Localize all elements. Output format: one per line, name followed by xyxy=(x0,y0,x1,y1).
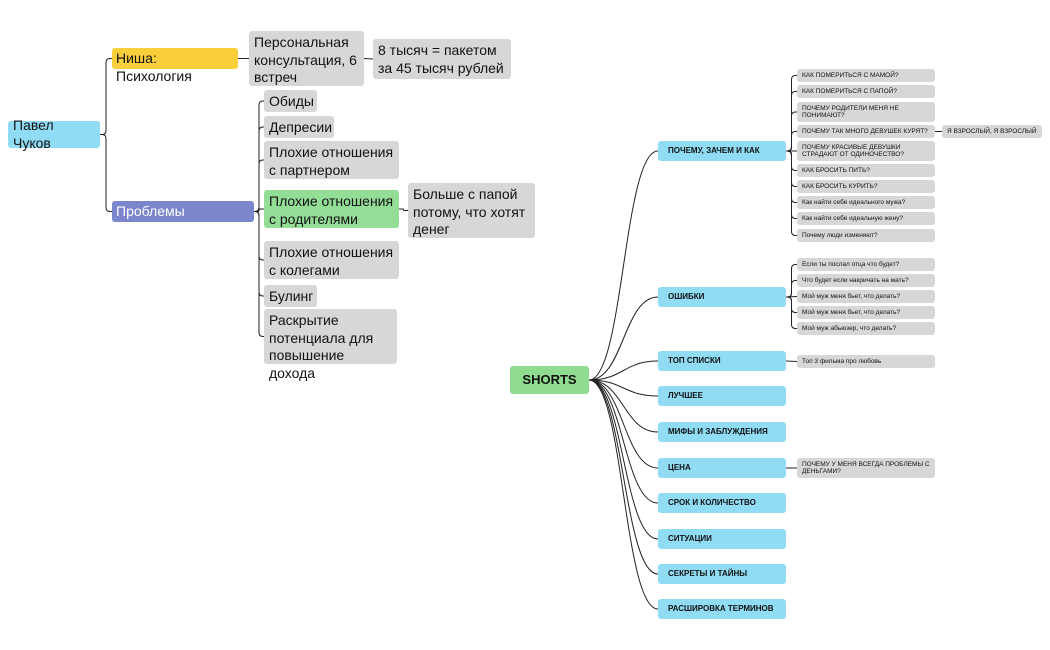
shorts-root-node[interactable]: SHORTS xyxy=(510,366,589,394)
leaf-mistakes-3[interactable]: Мой муж меня бьет, что делать? xyxy=(797,290,935,303)
leaf-why-6[interactable]: КАК БРОСИТЬ ПИТЬ? xyxy=(797,164,935,177)
leaf-mistakes-4[interactable]: Мой муж меня бьет, что делать? xyxy=(797,306,935,319)
leaf-why-5[interactable]: ПОЧЕМУ КРАСИВЫЕ ДЕВУШКИ СТРАДАЮТ ОТ ОДИН… xyxy=(797,141,935,161)
category-price[interactable]: ЦЕНА xyxy=(658,458,786,478)
leaf-mistakes-5[interactable]: Мой муж абьюзер, что делать? xyxy=(797,322,935,335)
category-best[interactable]: ЛУЧШЕЕ xyxy=(658,386,786,406)
consultation-node[interactable]: Персональная консультация, 6 встреч xyxy=(249,31,364,86)
edge-shorts-best xyxy=(588,379,659,397)
price-node[interactable]: 8 тысяч = пакетом за 45 тысяч рублей xyxy=(373,39,511,79)
edge-problems-potential xyxy=(254,211,264,337)
edge-mistakes-leaf-2 xyxy=(786,280,797,298)
edge-shorts-mistakes xyxy=(588,296,659,381)
category-secrets[interactable]: СЕКРЕТЫ И ТАЙНЫ xyxy=(658,564,786,584)
problems-node[interactable]: Проблемы клиентов: xyxy=(112,201,254,237)
category-why-how[interactable]: ПОЧЕМУ, ЗАЧЕМ И КАК xyxy=(658,141,786,161)
leaf-mistakes-2[interactable]: Что будет если накричать на мать? xyxy=(797,274,935,287)
edge-shorts-myths xyxy=(588,379,659,433)
edge-mistakes-leaf-5 xyxy=(786,296,797,329)
parents-note-node[interactable]: Больше с папой потому, что хотят денег xyxy=(408,183,535,238)
category-myths[interactable]: МИФЫ И ЗАБЛУЖДЕНИЯ xyxy=(658,422,786,442)
leaf-top-1[interactable]: Топ 3 фильма про любовь xyxy=(797,355,935,368)
leaf-why-9[interactable]: Как найти себе идеальную жену? xyxy=(797,212,935,225)
edge-why-leaf-4 xyxy=(786,131,797,152)
problem-item-bullying[interactable]: Булинг xyxy=(264,285,317,307)
edge-top-leaf-1 xyxy=(785,360,798,362)
leaf-price-1[interactable]: ПОЧЕМУ У МЕНЯ ВСЕГДА ПРОБЛЕМЫ С ДЕНЬГАМИ… xyxy=(797,458,935,478)
edge-problems-partner xyxy=(254,159,264,212)
edge-consult-price xyxy=(363,58,374,60)
edge-root-niche xyxy=(100,58,112,135)
edge-shorts-term-quantity xyxy=(588,379,659,504)
problem-item-parents[interactable]: Плохие отношения с родителями xyxy=(264,190,399,228)
problem-item-depression[interactable]: Депресии xyxy=(264,116,334,138)
leaf-why-8[interactable]: Как найти себе идеального мужа? xyxy=(797,196,935,209)
category-situations[interactable]: СИТУАЦИИ xyxy=(658,529,786,549)
leaf-why-10[interactable]: Почему люди изменяют? xyxy=(797,229,935,242)
leaf-why-7[interactable]: КАК БРОСИТЬ КУРИТЬ? xyxy=(797,180,935,193)
edge-problems-parents xyxy=(254,208,264,212)
leaf-why-4-note[interactable]: Я ВЗРОСЛЫЙ, Я ВЗРОСЛЫЙ xyxy=(942,125,1042,138)
category-top-lists[interactable]: ТОП СПИСКИ xyxy=(658,351,786,371)
category-term-quantity[interactable]: СРОК И КОЛИЧЕСТВО xyxy=(658,493,786,513)
leaf-why-3[interactable]: ПОЧЕМУ РОДИТЕЛИ МЕНЯ НЕ ПОНИМАЮТ? xyxy=(797,102,935,122)
problem-item-partner[interactable]: Плохие отношения с партнером xyxy=(264,141,399,179)
edge-shorts-why-how xyxy=(588,150,659,381)
leaf-why-1[interactable]: КАК ПОМЕРИТЬСЯ С МАМОЙ? xyxy=(797,69,935,82)
leaf-why-2[interactable]: КАК ПОМЕРИТЬСЯ С ПАПОЙ? xyxy=(797,85,935,98)
category-mistakes[interactable]: ОШИБКИ xyxy=(658,287,786,307)
problem-item-colleagues[interactable]: Плохие отношения с колегами xyxy=(264,241,399,279)
edge-shorts-situations xyxy=(588,379,659,540)
problem-item-grudges[interactable]: Обиды xyxy=(264,90,317,112)
edge-root-problems xyxy=(100,134,112,212)
leaf-mistakes-1[interactable]: Если ты послал отца что будет? xyxy=(797,258,935,271)
edge-parents-note xyxy=(399,208,408,211)
category-terms[interactable]: РАСШИРОВКА ТЕРМИНОВ xyxy=(658,599,786,619)
root-node-pavel[interactable]: Павел Чуков xyxy=(8,117,100,151)
problem-item-potential[interactable]: Раскрытие потенциала для повышение доход… xyxy=(264,309,397,381)
edge-shorts-price xyxy=(588,379,659,469)
edge-shorts-secrets xyxy=(588,379,659,575)
edge-shorts-top-lists xyxy=(588,360,659,381)
niche-node[interactable]: Ниша: Психология xyxy=(112,48,238,84)
leaf-why-4[interactable]: ПОЧЕМУ ТАК МНОГО ДЕВУШЕК КУРЯТ? xyxy=(797,125,935,138)
edge-why-leaf-10 xyxy=(786,150,797,236)
edge-shorts-terms xyxy=(588,379,659,610)
